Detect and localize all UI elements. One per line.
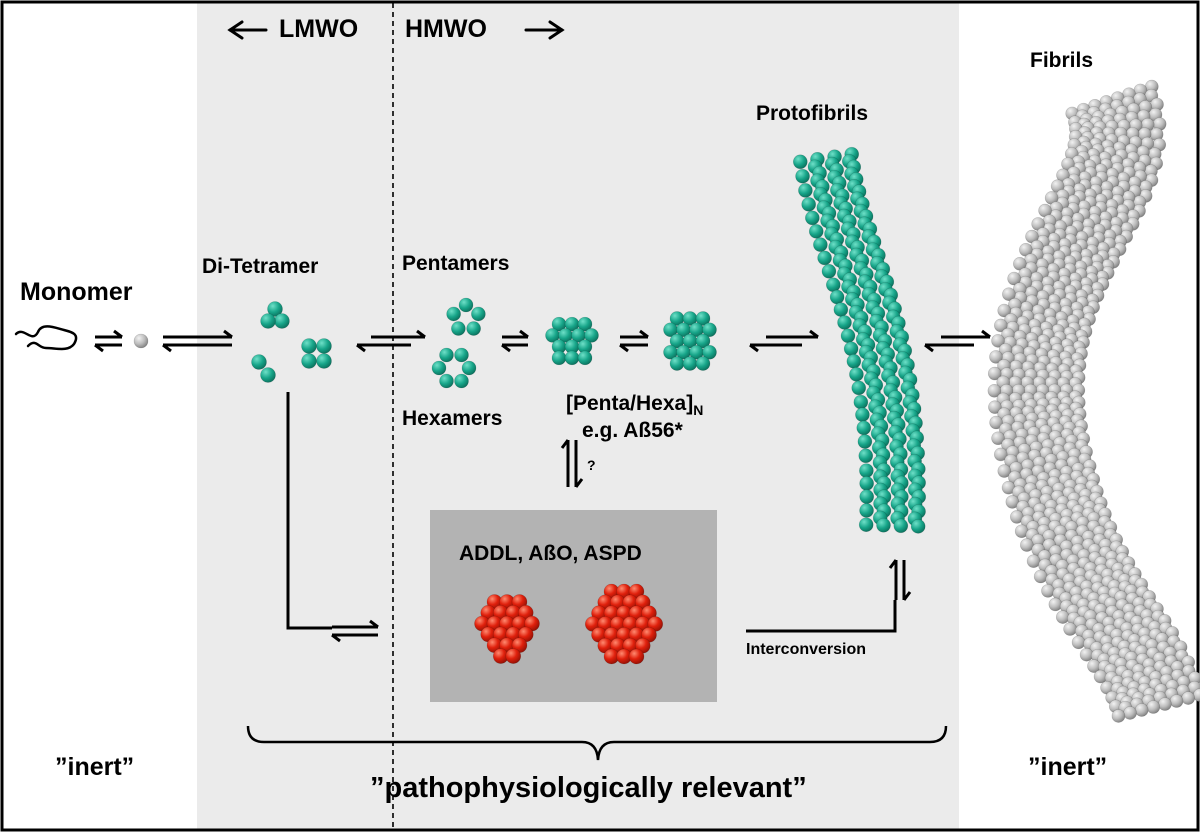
equilibrium-arrow-to-pentamers	[356, 329, 426, 353]
monomer-unfolded-icon	[14, 325, 78, 351]
addl-box	[430, 510, 717, 702]
shaded-oligomer-region	[197, 3, 959, 829]
connector-addl-to-protofibrils	[746, 600, 897, 633]
equilibrium-arrow-to-addl	[331, 619, 379, 643]
protofibril-cluster	[792, 146, 927, 534]
dimer-cluster	[251, 354, 276, 383]
pentamer-cluster	[446, 297, 486, 336]
equilibrium-arrow-protofibril-addl	[888, 559, 912, 601]
penta-hexa-oligomer-large	[663, 311, 717, 371]
lmwo-arrow-icon	[227, 20, 268, 40]
equilibrium-arrow-monomer	[94, 329, 123, 353]
hmwo-arrow-icon	[524, 20, 565, 40]
connector-ditetramer-to-addl	[286, 392, 332, 630]
trimer-cluster	[260, 301, 290, 329]
monomer-sphere-icon	[133, 333, 149, 349]
addl-cluster-large	[584, 583, 664, 665]
equilibrium-arrow-to-protofibrils	[749, 329, 819, 353]
equilibrium-arrow-to-larger	[619, 329, 649, 353]
addl-cluster-small	[474, 594, 540, 664]
equilibrium-arrow-to-ditetramer	[162, 329, 233, 353]
equilibrium-arrow-to-fibrils	[924, 329, 991, 353]
equilibrium-arrow-to-penta-hexa-n	[501, 329, 529, 353]
fibril-cluster	[987, 79, 1200, 723]
hexamer-cluster	[431, 347, 477, 389]
equilibrium-arrow-vertical-addl	[560, 439, 584, 488]
tetramer-cluster	[301, 338, 332, 369]
pathophysiology-brace	[246, 725, 948, 761]
penta-hexa-oligomer-small	[545, 316, 599, 366]
